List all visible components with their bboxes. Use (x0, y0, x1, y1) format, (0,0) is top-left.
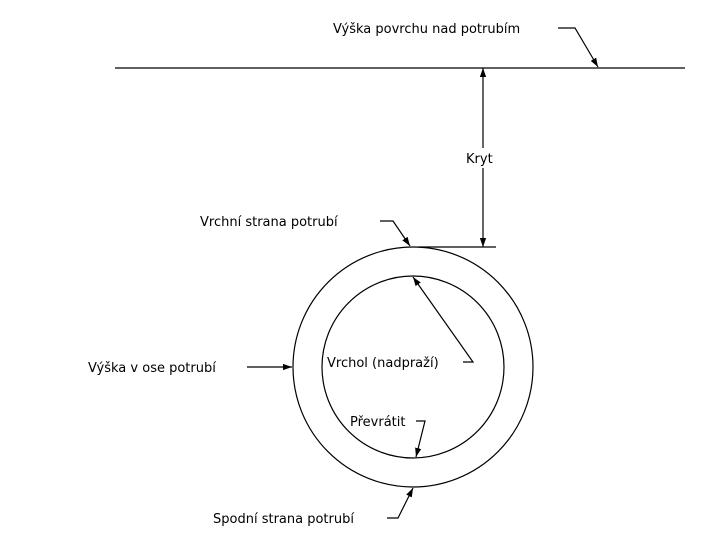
top-of-pipe-leader (380, 220, 411, 247)
pipe-inner-wall (321, 275, 505, 459)
surface-leader (558, 27, 599, 68)
crown-leader (412, 276, 475, 363)
crown-label: Vrchol (nadpraží) (327, 356, 439, 371)
top-of-pipe-label: Vrchní strana potrubí (200, 215, 338, 230)
invert-label: Převrátit (350, 415, 405, 430)
cover-label: Kryt (466, 152, 493, 167)
centerline-label: Výška v ose potrubí (88, 361, 216, 376)
bottom-of-pipe-leader (387, 487, 414, 519)
bottom-of-pipe-label: Spodní strana potrubí (213, 512, 354, 527)
pipe-outer-wall (292, 246, 534, 488)
surface-label: Výška povrchu nad potrubím (333, 22, 520, 37)
invert-leader (415, 420, 426, 458)
